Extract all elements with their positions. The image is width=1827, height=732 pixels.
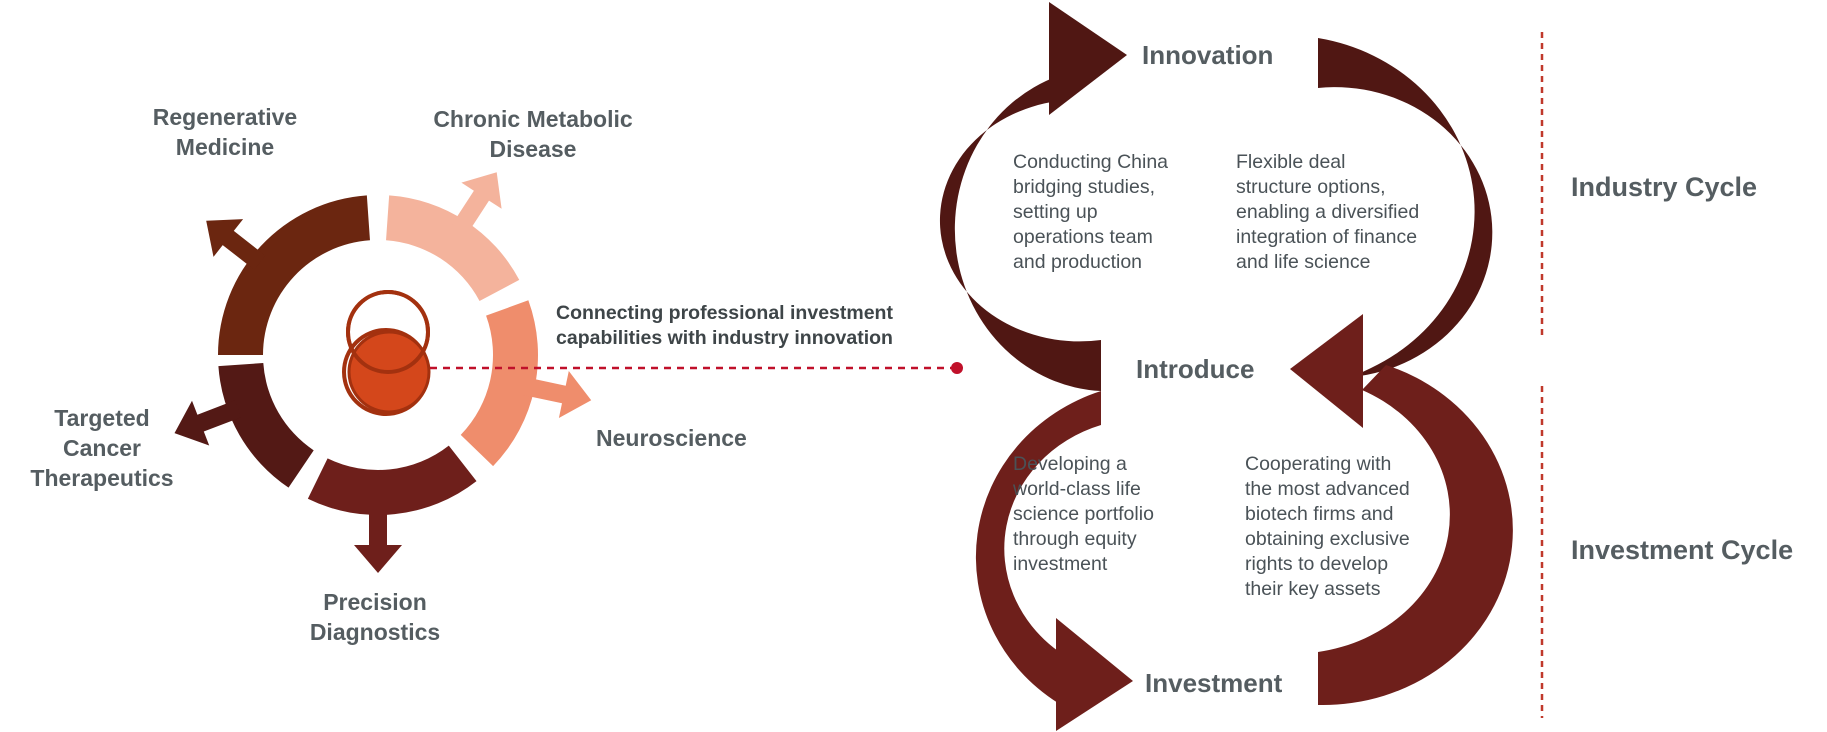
label-regenerative-medicine: Regenerative Medicine — [152, 104, 298, 160]
text-innovation-right: Flexible deal structure options, enablin… — [1236, 151, 1420, 273]
arrow-chronic-metabolic-disease — [452, 172, 502, 235]
ring-segment-targeted-cancer-therapeutics — [218, 363, 314, 488]
therapy-area-ring — [174, 172, 592, 573]
label-innovation: Innovation — [1142, 40, 1274, 70]
ring-segment-precision-diagnostics — [307, 445, 477, 515]
label-industry-cycle: Industry Cycle — [1571, 172, 1758, 202]
lower-left-arrowhead — [1056, 618, 1133, 731]
upper-left-arrowhead — [1049, 2, 1127, 115]
ring-segment-neuroscience — [460, 300, 538, 467]
label-introduce: Introduce — [1136, 354, 1255, 384]
label-precision-diagnostics: Precision Diagnostics — [309, 589, 441, 645]
connector-text: Connecting professional investment capab… — [556, 302, 893, 349]
arrow-regenerative-medicine — [206, 219, 266, 270]
lower-right-arrowhead — [1290, 314, 1363, 428]
label-targeted-cancer-therapeutics: Targeted Cancer Therapeutics — [30, 405, 174, 491]
label-neuroscience: Neuroscience — [596, 425, 747, 451]
arrow-precision-diagnostics — [354, 505, 402, 573]
lower-right-arc — [1318, 365, 1513, 706]
label-chronic-metabolic-disease: Chronic Metabolic Disease — [433, 106, 633, 162]
arrow-targeted-cancer-therapeutics — [174, 400, 242, 446]
text-investment-left: Developing a world-class life science po… — [1013, 453, 1154, 575]
arrow-neuroscience — [522, 371, 592, 418]
upper-left-arc — [939, 76, 1101, 391]
label-investment-cycle: Investment Cycle — [1571, 535, 1794, 565]
core-circles — [342, 290, 431, 416]
ring-segment-regenerative-medicine — [218, 195, 370, 355]
label-investment: Investment — [1145, 668, 1283, 698]
ring-segment-chronic-metabolic-disease — [386, 195, 520, 302]
text-investment-right: Cooperating with the most advanced biote… — [1245, 453, 1410, 600]
upper-right-arc — [1318, 38, 1493, 377]
core-circle-top-overlay — [346, 290, 430, 374]
text-innovation-left: Conducting China bridging studies, setti… — [1013, 151, 1169, 273]
lower-left-arc — [975, 391, 1101, 703]
connector-dot — [951, 362, 963, 374]
